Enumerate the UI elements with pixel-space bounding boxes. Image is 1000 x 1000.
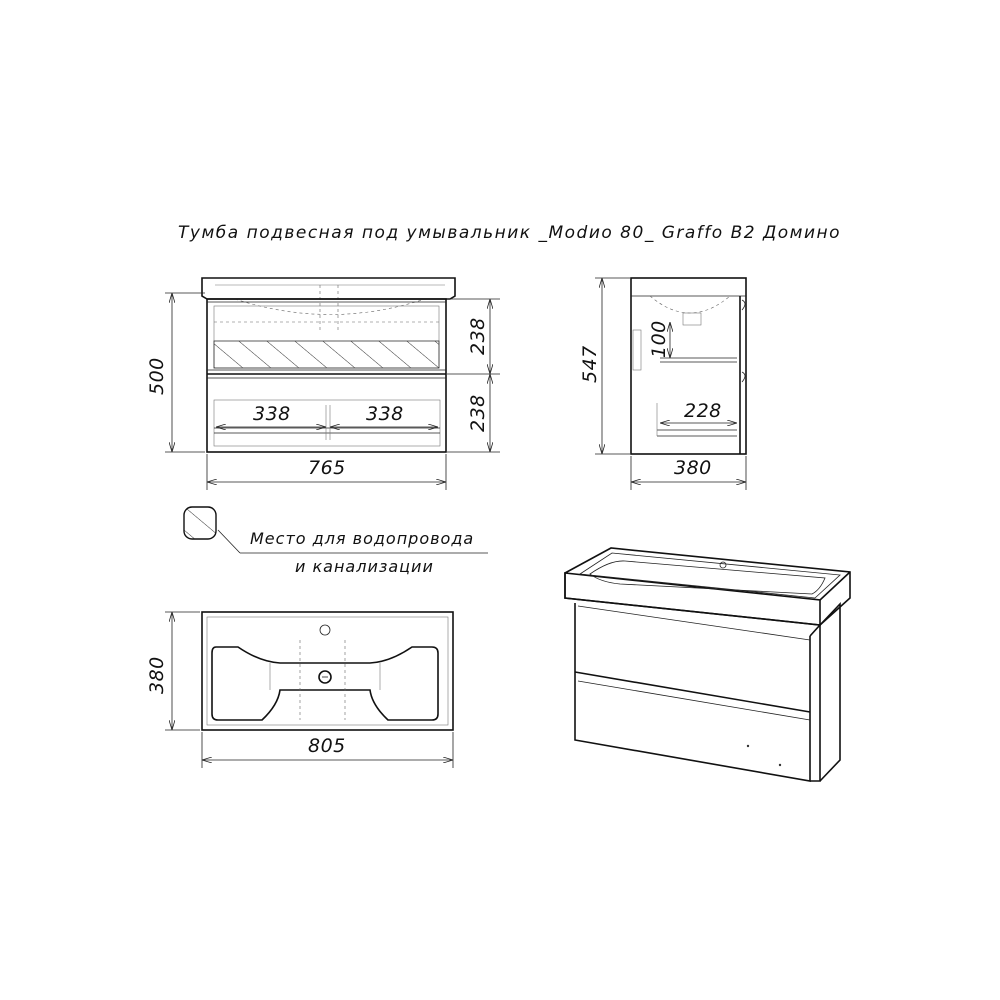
legend-line-1: Место для водопровода bbox=[250, 529, 474, 548]
dim-siphon-offset: 100 bbox=[648, 320, 670, 358]
side-view: 100 228 547 380 bbox=[579, 277, 747, 490]
front-view: 338 338 500 238 238 765 bbox=[146, 277, 500, 490]
dim-height-total: 500 bbox=[146, 357, 168, 395]
top-view: 380 805 bbox=[146, 611, 454, 768]
isometric-view bbox=[564, 547, 851, 782]
dim-side-height: 547 bbox=[579, 345, 601, 383]
dim-inner-left: 338 bbox=[253, 403, 291, 425]
dim-top-width: 805 bbox=[308, 735, 346, 757]
dim-width: 765 bbox=[308, 457, 346, 479]
dim-drawer-bottom: 238 bbox=[467, 394, 489, 432]
plumbing-hatch-area bbox=[213, 340, 440, 369]
legend-line-2: и канализации bbox=[295, 557, 434, 576]
legend: Место для водопровода и канализации bbox=[183, 506, 488, 576]
drawing-title: Тумба подвесная под умывальник _Modиo 80… bbox=[178, 223, 841, 243]
legend-hatch-swatch bbox=[183, 506, 217, 540]
dim-drawer-top: 238 bbox=[467, 317, 489, 355]
dim-top-depth: 380 bbox=[146, 656, 168, 694]
dim-drawer-depth: 228 bbox=[684, 400, 722, 422]
dim-inner-right: 338 bbox=[366, 403, 404, 425]
dim-side-depth: 380 bbox=[674, 457, 712, 479]
